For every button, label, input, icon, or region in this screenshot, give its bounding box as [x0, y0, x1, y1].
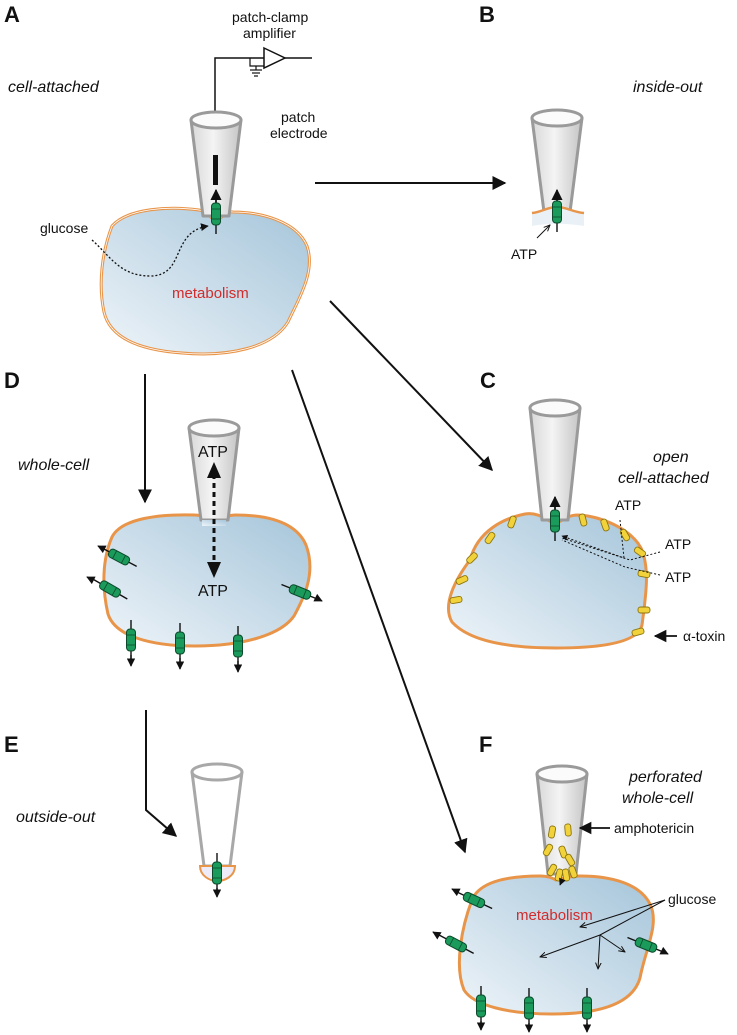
- panel-letter-f: F: [479, 732, 492, 757]
- glucose-label-a: glucose: [40, 220, 88, 236]
- mode-label-outside-out: outside-out: [16, 809, 96, 826]
- cell-a: [99, 206, 311, 356]
- atp-label-d-cell: ATP: [198, 583, 228, 600]
- metabolism-label-a: metabolism: [172, 285, 249, 302]
- panel-letter-d: D: [4, 368, 20, 393]
- metabolism-label-f: metabolism: [516, 907, 593, 924]
- arrow-a-to-c: [329, 300, 493, 472]
- cell-f: [457, 874, 655, 1016]
- cell-c: [447, 512, 648, 650]
- panel-letter-b: B: [479, 2, 495, 27]
- patch-electrode-e: [190, 762, 244, 868]
- atp-diffusion-paths-c: [561, 519, 661, 576]
- atp-label-c1: ATP: [615, 497, 641, 513]
- patch-electrode-b: [530, 108, 584, 214]
- arrow-a-to-f: [291, 369, 468, 854]
- atp-label-c3: ATP: [665, 569, 691, 585]
- panel-letter-a: A: [4, 2, 20, 27]
- arrow-d-to-e: [145, 710, 178, 837]
- glucose-path-a: [91, 223, 209, 277]
- ground-icon: [250, 66, 262, 77]
- mode-label-cell-attached-c: cell-attached: [618, 470, 710, 487]
- glucose-paths-f: [540, 899, 666, 969]
- atp-label-d-pipette: ATP: [198, 444, 228, 461]
- amplifier-label-line1: patch-clamp: [232, 9, 308, 25]
- electrode-label-line2: electrode: [270, 125, 328, 141]
- panel-letter-e: E: [4, 732, 19, 757]
- panel-letter-c: C: [480, 368, 496, 393]
- atp-label-c2: ATP: [665, 536, 691, 552]
- atp-label-b: ATP: [511, 246, 537, 262]
- patch-electrode-a: [189, 110, 243, 218]
- mode-label-perforated: perforated: [628, 769, 703, 786]
- patch-electrode-c: [528, 398, 582, 522]
- amplifier-label-line2: amplifier: [243, 25, 296, 41]
- mode-label-open: open: [653, 449, 689, 466]
- mode-label-inside-out: inside-out: [633, 79, 703, 96]
- electrode-label-line1: patch: [281, 109, 315, 125]
- cell-d: [102, 513, 312, 648]
- mode-label-whole-cell-f: whole-cell: [622, 790, 694, 807]
- mode-label-cell-attached: cell-attached: [8, 79, 100, 96]
- amphotericin-label: amphotericin: [614, 820, 694, 836]
- alpha-toxin-label: α-toxin: [683, 628, 725, 644]
- glucose-label-f: glucose: [668, 891, 716, 907]
- mode-label-whole-cell: whole-cell: [18, 457, 90, 474]
